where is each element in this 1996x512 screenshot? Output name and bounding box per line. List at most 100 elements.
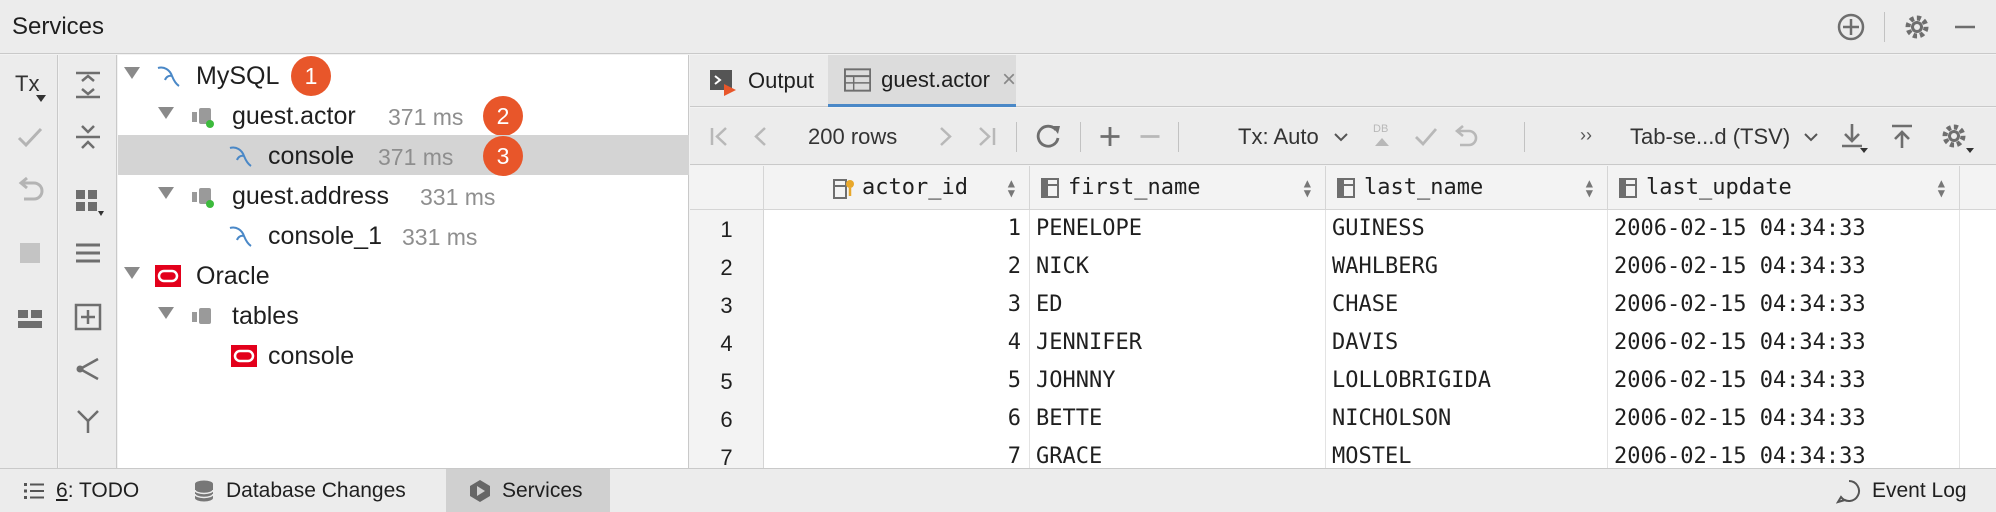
- row-number[interactable]: 6: [690, 400, 764, 438]
- chevron-down-icon[interactable]: [1332, 108, 1350, 165]
- grid-cell-first-name[interactable]: NICK: [1030, 248, 1326, 286]
- grid-cell-last-name[interactable]: DAVIS: [1326, 324, 1608, 362]
- grid-cell-last-update[interactable]: 2006-02-15 04:34:33: [1608, 400, 1960, 438]
- datasource-icon: [192, 308, 211, 324]
- grid-cell-first-name[interactable]: JENNIFER: [1030, 324, 1326, 362]
- minimize-icon[interactable]: [1948, 10, 1982, 44]
- refresh-icon[interactable]: [1026, 108, 1070, 165]
- tree-icon[interactable]: [68, 349, 108, 389]
- row-number[interactable]: 5: [690, 362, 764, 400]
- sort-arrows-icon[interactable]: ▲▼: [1007, 176, 1015, 200]
- tree-item-console-1[interactable]: console_1 331 ms: [118, 215, 689, 255]
- export-format-dropdown[interactable]: Tab-se...d (TSV): [1630, 124, 1791, 149]
- column-header-last-name[interactable]: last_name ▲▼: [1326, 166, 1608, 210]
- commit-check-icon[interactable]: [10, 117, 50, 157]
- grid-cell-last-update[interactable]: 2006-02-15 04:34:33: [1608, 248, 1960, 286]
- grid-cell-actor-id[interactable]: 4: [764, 324, 1030, 362]
- tab-output[interactable]: Output: [690, 55, 828, 107]
- services-tool-button[interactable]: Services: [446, 469, 610, 512]
- tx-dropdown-icon[interactable]: [36, 95, 46, 103]
- grid-cell-last-update[interactable]: 2006-02-15 04:34:33: [1608, 362, 1960, 400]
- chevron-down-icon[interactable]: [1802, 108, 1820, 165]
- grid-cell-last-name[interactable]: NICHOLSON: [1326, 400, 1608, 438]
- rollback-icon[interactable]: [10, 169, 50, 209]
- grid-cell-last-update[interactable]: 2006-02-15 04:34:33: [1608, 438, 1960, 468]
- row-number[interactable]: 4: [690, 324, 764, 362]
- upload-icon[interactable]: [1880, 108, 1924, 165]
- grid-cell-actor-id[interactable]: 6: [764, 400, 1030, 438]
- grid-cell-last-update[interactable]: 2006-02-15 04:34:33: [1608, 286, 1960, 324]
- grid-cell-actor-id[interactable]: 3: [764, 286, 1030, 324]
- tree-item-guest-actor[interactable]: guest.actor 371 ms 2: [118, 95, 689, 136]
- gear-icon[interactable]: [1900, 10, 1934, 44]
- stop-icon[interactable]: [10, 233, 50, 273]
- tree-item-tables[interactable]: tables: [118, 295, 689, 335]
- next-page-icon[interactable]: [926, 108, 964, 165]
- group-icon[interactable]: [68, 181, 108, 221]
- event-log-tool-button[interactable]: Event Log: [1836, 469, 1986, 512]
- expand-arrow-icon[interactable]: [124, 67, 140, 79]
- download-icon[interactable]: [1830, 108, 1874, 165]
- grid-cell-last-name[interactable]: LOLLOBRIGIDA: [1326, 362, 1608, 400]
- grid-cell-first-name[interactable]: ED: [1030, 286, 1326, 324]
- commit-check-icon[interactable]: [1406, 108, 1446, 165]
- layout-icon[interactable]: [10, 299, 50, 339]
- tree-item-oracle[interactable]: Oracle: [118, 255, 689, 295]
- grid-cell-actor-id[interactable]: 7: [764, 438, 1030, 468]
- split-icon[interactable]: [68, 401, 108, 441]
- grid-cell-last-name[interactable]: WAHLBERG: [1326, 248, 1608, 286]
- rollback-icon[interactable]: [1446, 108, 1486, 165]
- column-header-last-update[interactable]: last_update ▲▼: [1608, 166, 1960, 210]
- close-tab-icon[interactable]: ×: [1001, 65, 1016, 93]
- row-number[interactable]: 3: [690, 286, 764, 324]
- tree-item-console[interactable]: console 371 ms 3: [118, 135, 689, 176]
- grid-cell-actor-id[interactable]: 5: [764, 362, 1030, 400]
- database-changes-tool-button[interactable]: Database Changes: [170, 469, 446, 512]
- grid-cell-first-name[interactable]: GRACE: [1030, 438, 1326, 468]
- delete-row-icon[interactable]: [1130, 108, 1170, 165]
- column-header-first-name[interactable]: first_name ▲▼: [1030, 166, 1326, 210]
- expand-arrow-icon[interactable]: [158, 187, 174, 199]
- grid-cell-first-name[interactable]: BETTE: [1030, 400, 1326, 438]
- grid-cell-actor-id[interactable]: 2: [764, 248, 1030, 286]
- list-icon[interactable]: [68, 233, 108, 273]
- previous-page-icon[interactable]: [742, 108, 780, 165]
- expand-arrow-icon[interactable]: [158, 107, 174, 119]
- grid-cell-first-name[interactable]: JOHNNY: [1030, 362, 1326, 400]
- grid-cell-last-name[interactable]: MOSTEL: [1326, 438, 1608, 468]
- expand-all-icon[interactable]: [68, 65, 108, 105]
- add-service-icon[interactable]: [68, 297, 108, 337]
- tree-item-mysql[interactable]: MySQL 1: [118, 55, 689, 96]
- tree-item-oracle-console[interactable]: console: [118, 335, 689, 375]
- db-submit-icon[interactable]: DB: [1360, 108, 1404, 165]
- grid-cell-actor-id[interactable]: 1: [764, 210, 1030, 248]
- grid-cell-first-name[interactable]: PENELOPE: [1030, 210, 1326, 248]
- column-icon: [1337, 178, 1355, 198]
- sort-arrows-icon[interactable]: ▲▼: [1937, 176, 1945, 200]
- sort-arrows-icon[interactable]: ▲▼: [1303, 176, 1311, 200]
- tree-item-guest-address[interactable]: guest.address 331 ms: [118, 175, 689, 215]
- expand-arrow-icon[interactable]: [124, 267, 140, 279]
- row-number[interactable]: 7: [690, 438, 764, 468]
- row-count[interactable]: 200 rows: [808, 124, 898, 149]
- expand-arrow-icon[interactable]: [158, 307, 174, 319]
- sort-arrows-icon[interactable]: ▲▼: [1585, 176, 1593, 200]
- tab-guest-actor[interactable]: guest.actor ×: [828, 55, 1016, 107]
- column-header-actor-id[interactable]: actor_id ▲▼: [764, 166, 1030, 210]
- grid-cell-last-name[interactable]: CHASE: [1326, 286, 1608, 324]
- add-circle-icon[interactable]: [1834, 10, 1868, 44]
- last-page-icon[interactable]: [968, 108, 1006, 165]
- row-number[interactable]: 2: [690, 248, 764, 286]
- gear-icon[interactable]: [1932, 108, 1976, 165]
- collapse-all-icon[interactable]: [68, 117, 108, 157]
- more-actions-icon[interactable]: ››: [1580, 125, 1592, 145]
- grid-cell-last-update[interactable]: 2006-02-15 04:34:33: [1608, 324, 1960, 362]
- add-row-icon[interactable]: [1090, 108, 1130, 165]
- tx-mode-button[interactable]: Tx: [15, 71, 40, 96]
- todo-tool-button[interactable]: 6 : TODO: [0, 469, 160, 512]
- grid-cell-last-name[interactable]: GUINESS: [1326, 210, 1608, 248]
- row-number[interactable]: 1: [690, 210, 764, 248]
- first-page-icon[interactable]: [700, 108, 738, 165]
- tx-mode-dropdown[interactable]: Tx: Auto: [1238, 124, 1319, 149]
- grid-cell-last-update[interactable]: 2006-02-15 04:34:33: [1608, 210, 1960, 248]
